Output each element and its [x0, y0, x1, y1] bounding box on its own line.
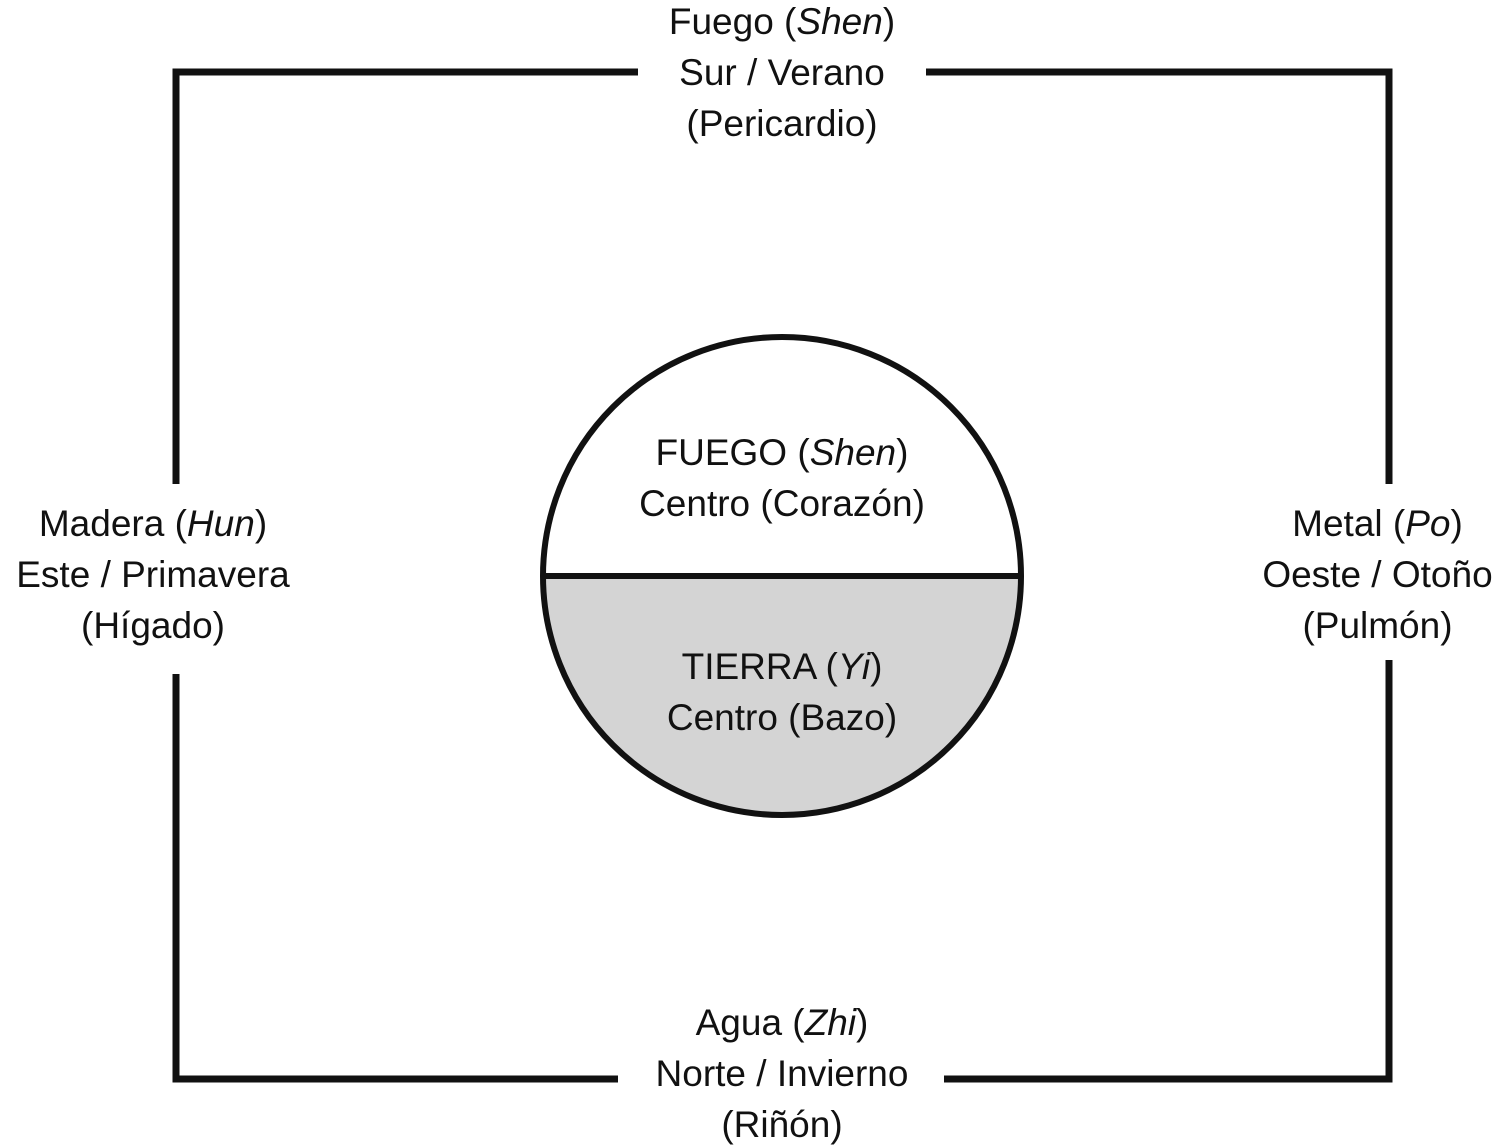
- water-organ: (Riñón): [721, 1104, 843, 1145]
- fire-spirit: Shen: [796, 1, 883, 42]
- center-fire-spirit: Shen: [809, 432, 897, 473]
- fire-element: Fuego: [668, 1, 774, 42]
- label-water-north: Agua (Zhi) Norte / Invierno (Riñón): [582, 997, 982, 1146]
- wood-element-line: Madera (Hun): [38, 503, 268, 544]
- fire-element-line: Fuego (Shen): [668, 1, 896, 42]
- label-metal-west: Metal (Po) Oeste / Otoño (Pulmón): [1240, 498, 1509, 651]
- center-earth-element-line: TIERRA (Yi): [681, 646, 883, 687]
- wood-direction-season: Este / Primavera: [16, 554, 290, 595]
- center-earth-location: Centro (Bazo): [666, 697, 898, 738]
- metal-element-line: Metal (Po): [1292, 503, 1463, 544]
- label-center-earth: TIERRA (Yi) Centro (Bazo): [560, 641, 1004, 743]
- fire-half: [543, 337, 1021, 576]
- earth-half: [543, 576, 1021, 815]
- center-fire-element-line: FUEGO (Shen): [655, 432, 909, 473]
- center-fire-location: Centro (Corazón): [639, 483, 925, 524]
- wood-spirit: Hun: [186, 503, 255, 544]
- fire-direction-season: Sur / Verano: [679, 52, 885, 93]
- fire-organ: (Pericardio): [686, 103, 878, 144]
- frame-bottom-left-segment: [172, 674, 618, 1083]
- wood-element: Madera: [38, 503, 165, 544]
- water-element-line: Agua (Zhi): [695, 1002, 869, 1043]
- frame-top-left-segment: [172, 68, 638, 484]
- center-fire-element: FUEGO: [655, 432, 788, 473]
- metal-spirit: Po: [1405, 503, 1451, 544]
- label-center-fire: FUEGO (Shen) Centro (Corazón): [560, 427, 1004, 529]
- center-earth-spirit: Yi: [837, 646, 871, 687]
- frame-bottom-right-segment: [944, 660, 1393, 1083]
- metal-element: Metal: [1292, 503, 1383, 544]
- water-element: Agua: [695, 1002, 783, 1043]
- wood-organ: (Hígado): [81, 605, 225, 646]
- water-spirit: Zhi: [804, 1002, 857, 1043]
- label-fire-south: Fuego (Shen) Sur / Verano (Pericardio): [582, 0, 982, 149]
- center-earth-element: TIERRA: [681, 646, 816, 687]
- metal-direction-season: Oeste / Otoño: [1262, 554, 1493, 595]
- metal-organ: (Pulmón): [1302, 605, 1453, 646]
- frame-top-right-segment: [926, 68, 1393, 484]
- label-wood-east: Madera (Hun) Este / Primavera (Hígado): [0, 498, 306, 651]
- water-direction-season: Norte / Invierno: [655, 1053, 909, 1094]
